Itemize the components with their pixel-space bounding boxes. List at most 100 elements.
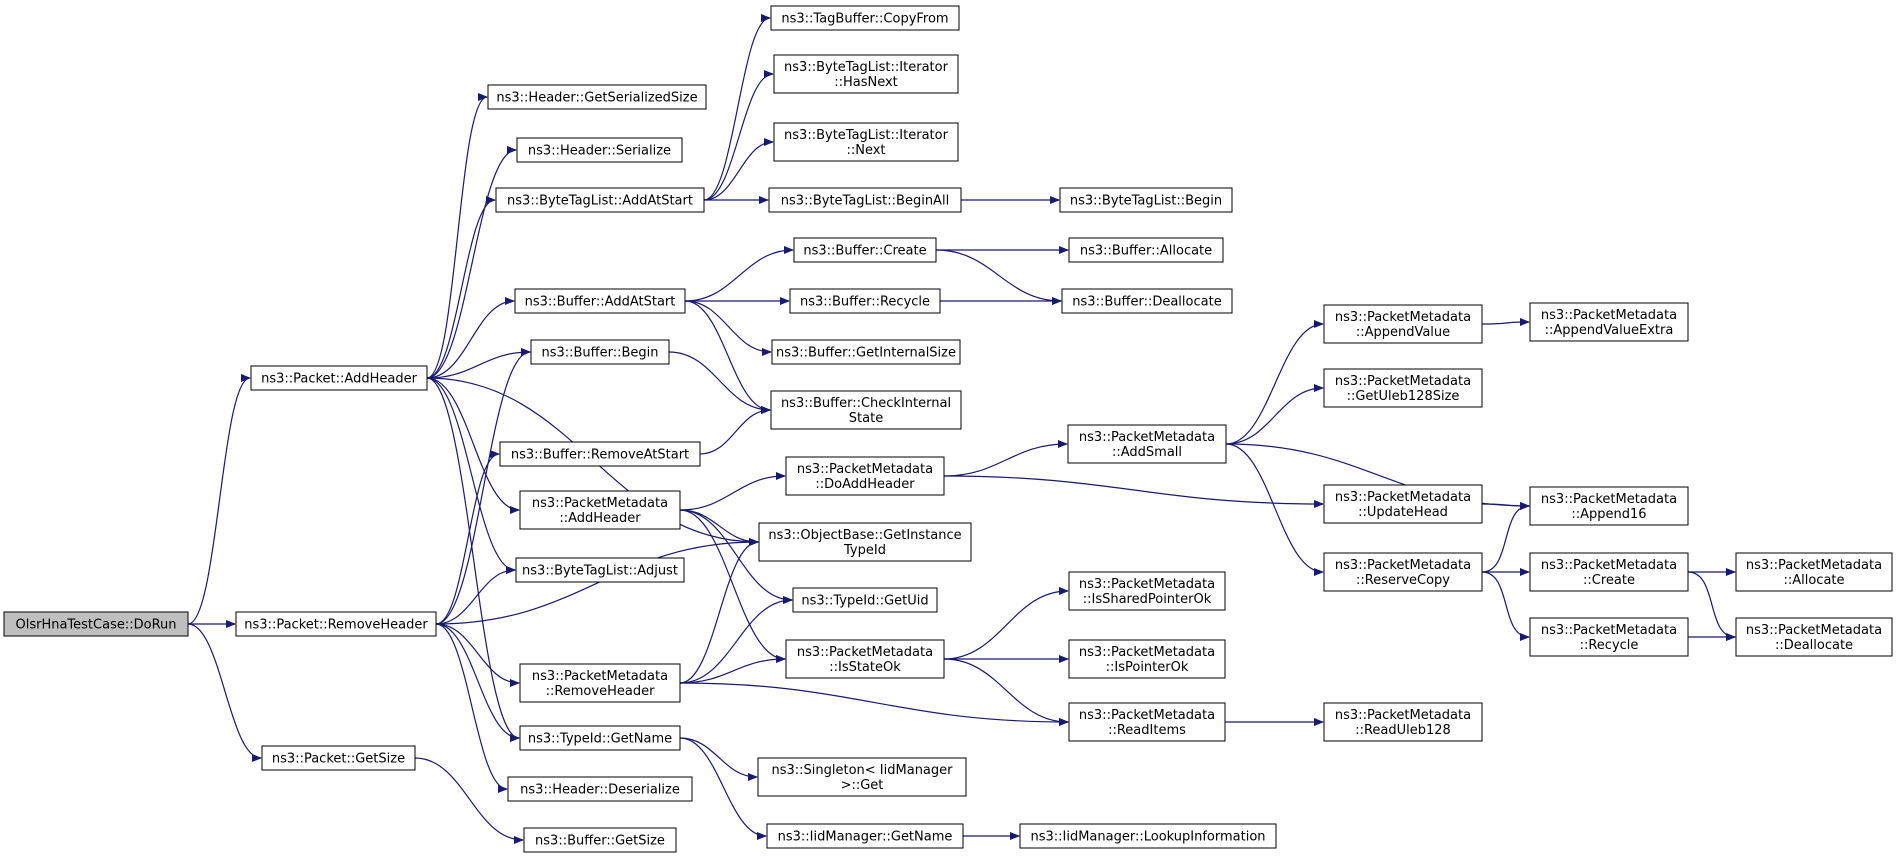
node-btl-adjust[interactable]: ns3::ByteTagList::Adjust: [515, 557, 685, 583]
node-box: [487, 84, 707, 110]
node-label: ::HasNext: [834, 75, 898, 90]
node-label: ns3::Buffer::Allocate: [1080, 244, 1212, 259]
node-box: [519, 663, 681, 703]
node-label: ::ReadItems: [1108, 723, 1186, 738]
node-buf-removeatstart[interactable]: ns3::Buffer::RemoveAtStart: [499, 441, 701, 467]
node-label: ::GetUleb128Size: [1347, 389, 1460, 404]
node-box: [261, 745, 416, 771]
node-box: [766, 823, 964, 849]
node-buf-recycle[interactable]: ns3::Buffer::Recycle: [789, 288, 941, 314]
node-label: ns3::Header::GetSerializedSize: [496, 91, 697, 106]
edge-pkt_getsize-to-buf_getsize: [414, 757, 524, 844]
node-label: ns3::ByteTagList::Begin: [1070, 194, 1222, 209]
node-btl-it-next[interactable]: ns3::ByteTagList::Iterator::Next: [773, 122, 959, 162]
node-pm-addheader[interactable]: ns3::PacketMetadata::AddHeader: [519, 490, 681, 530]
node-tagbuf-copyfrom[interactable]: ns3::TagBuffer::CopyFrom: [770, 5, 960, 31]
node-box: [1529, 486, 1689, 526]
node-pm-readitems[interactable]: ns3::PacketMetadata::ReadItems: [1068, 702, 1226, 742]
node-box: [1529, 617, 1689, 657]
node-box: [519, 490, 681, 530]
node-btl-beginall[interactable]: ns3::ByteTagList::BeginAll: [768, 187, 962, 213]
node-pm-doaddheader[interactable]: ns3::PacketMetadata::DoAddHeader: [785, 456, 945, 496]
node-buf-deallocate[interactable]: ns3::Buffer::Deallocate: [1061, 288, 1233, 314]
node-typeid-getname[interactable]: ns3::TypeId::GetName: [519, 725, 681, 751]
node-box: [1068, 702, 1226, 742]
node-label: ns3::PacketMetadata: [1746, 623, 1882, 638]
node-btl-begin[interactable]: ns3::ByteTagList::Begin: [1059, 187, 1233, 213]
edge-pkt_addheader-to-pm_addheader: [426, 377, 520, 514]
node-label: ns3::Buffer::Recycle: [800, 295, 930, 310]
node-label: ::IsPointerOk: [1106, 660, 1189, 675]
node-buf-addatstart[interactable]: ns3::Buffer::AddAtStart: [514, 288, 686, 314]
node-box: [1529, 552, 1689, 592]
node-box: [3, 611, 189, 637]
node-label: ns3::PacketMetadata: [1079, 430, 1215, 445]
edge-pkt_removeheader-to-typeid_getname: [435, 623, 520, 742]
node-buf-getinternalsize[interactable]: ns3::Buffer::GetInternalSize: [771, 339, 961, 365]
node-pm-deallocate[interactable]: ns3::PacketMetadata::Deallocate: [1735, 617, 1893, 657]
node-btl-it-hasnext[interactable]: ns3::ByteTagList::Iterator::HasNext: [773, 54, 959, 94]
node-box: [235, 611, 437, 637]
edge-pm_isstateok-to-pm_readitems: [943, 658, 1069, 726]
node-pm-reservecopy[interactable]: ns3::PacketMetadata::ReserveCopy: [1323, 552, 1483, 592]
node-box: [785, 639, 945, 679]
node-box: [1323, 484, 1483, 524]
node-label: ns3::PacketMetadata: [1541, 558, 1677, 573]
edge-pkt_addheader-to-hdr_getser: [426, 93, 488, 379]
node-buf-getsize[interactable]: ns3::Buffer::GetSize: [523, 827, 677, 853]
node-hdr-getser[interactable]: ns3::Header::GetSerializedSize: [487, 84, 707, 110]
node-pm-allocate[interactable]: ns3::PacketMetadata::Allocate: [1735, 552, 1893, 592]
node-label: ns3::ByteTagList::Adjust: [522, 564, 678, 579]
edge-buf_begin-to-buf_checkinternal: [668, 351, 771, 414]
node-pkt-addheader[interactable]: ns3::Packet::AddHeader: [250, 365, 428, 391]
node-pm-readuleb[interactable]: ns3::PacketMetadata::ReadUleb128: [1323, 702, 1483, 742]
node-label: ns3::Buffer::AddAtStart: [525, 295, 676, 310]
node-iid-getname[interactable]: ns3::IidManager::GetName: [766, 823, 964, 849]
node-pm-create[interactable]: ns3::PacketMetadata::Create: [1529, 552, 1689, 592]
node-typeid-getuid[interactable]: ns3::TypeId::GetUid: [792, 587, 938, 613]
node-label: ns3::PacketMetadata: [532, 669, 668, 684]
node-buf-create[interactable]: ns3::Buffer::Create: [793, 237, 937, 263]
edge-pkt_addheader-to-buf_addatstart: [426, 297, 515, 379]
node-pm-isstateok[interactable]: ns3::PacketMetadata::IsStateOk: [785, 639, 945, 679]
node-pkt-removeheader[interactable]: ns3::Packet::RemoveHeader: [235, 611, 437, 637]
node-pm-removeheader[interactable]: ns3::PacketMetadata::RemoveHeader: [519, 663, 681, 703]
edge-buf_addatstart-to-buf_checkinternal: [684, 300, 771, 414]
node-pm-getuleb[interactable]: ns3::PacketMetadata::GetUleb128Size: [1323, 368, 1483, 408]
node-label: ns3::PacketMetadata: [1335, 558, 1471, 573]
node-pm-updatehead[interactable]: ns3::PacketMetadata::UpdateHead: [1323, 484, 1483, 524]
node-box: [1323, 368, 1483, 408]
node-label: ::IsSharedPointerOk: [1083, 592, 1212, 607]
node-btl-addatstart[interactable]: ns3::ByteTagList::AddAtStart: [495, 187, 705, 213]
node-pm-isptrok[interactable]: ns3::PacketMetadata::IsPointerOk: [1068, 639, 1226, 679]
node-pkt-getsize[interactable]: ns3::Packet::GetSize: [261, 745, 416, 771]
node-pm-addsmall[interactable]: ns3::PacketMetadata::AddSmall: [1067, 424, 1227, 464]
node-hdr-ser[interactable]: ns3::Header::Serialize: [516, 137, 683, 163]
node-pm-appendvalue[interactable]: ns3::PacketMetadata::AppendValue: [1323, 304, 1483, 344]
node-label: ns3::PacketMetadata: [797, 462, 933, 477]
node-root[interactable]: OlsrHnaTestCase::DoRun: [3, 611, 189, 637]
node-pm-appendvalueextra[interactable]: ns3::PacketMetadata::AppendValueExtra: [1529, 302, 1689, 342]
node-buf-allocate[interactable]: ns3::Buffer::Allocate: [1068, 237, 1224, 263]
node-label: OlsrHnaTestCase::DoRun: [15, 618, 176, 633]
node-pm-recycle[interactable]: ns3::PacketMetadata::Recycle: [1529, 617, 1689, 657]
node-box: [758, 522, 972, 562]
node-label: ::Next: [846, 143, 885, 158]
node-singleton-get[interactable]: ns3::Singleton< IidManager>::Get: [757, 757, 967, 797]
node-label: State: [849, 411, 883, 426]
node-label: ns3::Packet::GetSize: [272, 752, 405, 767]
node-buf-begin[interactable]: ns3::Buffer::Begin: [530, 339, 670, 365]
node-hdr-deser[interactable]: ns3::Header::Deserialize: [507, 776, 693, 802]
node-label: >::Get: [841, 778, 884, 793]
node-box: [1323, 552, 1483, 592]
edge-pm_doaddheader-to-pm_addsmall: [943, 440, 1068, 477]
node-iid-lookup[interactable]: ns3::IidManager::LookupInformation: [1019, 823, 1277, 849]
node-label: ns3::Buffer::GetInternalSize: [776, 346, 956, 361]
node-pm-append16[interactable]: ns3::PacketMetadata::Append16: [1529, 486, 1689, 526]
node-label: ::AddSmall: [1112, 445, 1182, 460]
node-label: ns3::PacketMetadata: [1746, 558, 1882, 573]
node-pm-issharedptr[interactable]: ns3::PacketMetadata::IsSharedPointerOk: [1068, 571, 1226, 611]
edge-pkt_removeheader-to-buf_begin: [435, 348, 531, 625]
